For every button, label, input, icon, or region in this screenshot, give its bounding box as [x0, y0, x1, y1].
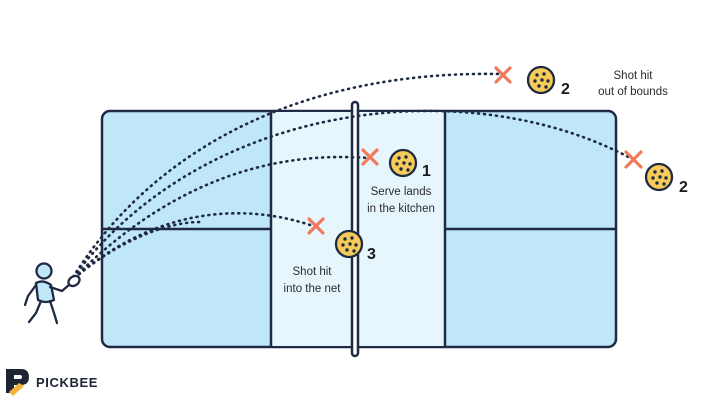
marker-number-out-top: 2	[561, 81, 570, 98]
annotation-out-of-bounds-line1: Shot hit	[614, 70, 654, 82]
annotation-serve-kitchen-line1: Serve lands	[371, 186, 432, 198]
annotation-into-net-line2: into the net	[284, 283, 342, 295]
court	[100, 100, 618, 358]
miss-markers	[307, 66, 643, 235]
player-icon	[23, 262, 81, 325]
annotation-out-of-bounds-line2: out of bounds	[598, 86, 668, 98]
marker-number-out-right: 2	[679, 179, 688, 196]
path-into-net	[68, 212, 318, 284]
pickleball-icon	[388, 148, 418, 178]
annotation-serve-kitchen-line2: in the kitchen	[367, 203, 435, 215]
kitchen-right	[355, 112, 445, 346]
marker-number-serve: 1	[422, 163, 431, 180]
pickbee-logo-icon	[6, 369, 29, 396]
pickleball-icon	[334, 229, 364, 259]
ball-paths	[68, 72, 636, 284]
path-out-top	[68, 72, 504, 284]
miss-x-icon	[494, 66, 512, 84]
pickleball-icon	[526, 65, 556, 95]
net	[350, 100, 360, 358]
marker-number-net: 3	[367, 246, 376, 263]
miss-x-icon	[624, 150, 643, 169]
brand-name: PICKBEE	[36, 375, 98, 390]
balls	[334, 65, 674, 259]
annotation-into-net-line1: Shot hit	[293, 266, 333, 278]
pickleball-icon	[644, 162, 674, 192]
miss-x-icon	[361, 148, 379, 166]
path-serve-kitchen	[68, 155, 370, 284]
miss-x-icon	[307, 217, 325, 235]
